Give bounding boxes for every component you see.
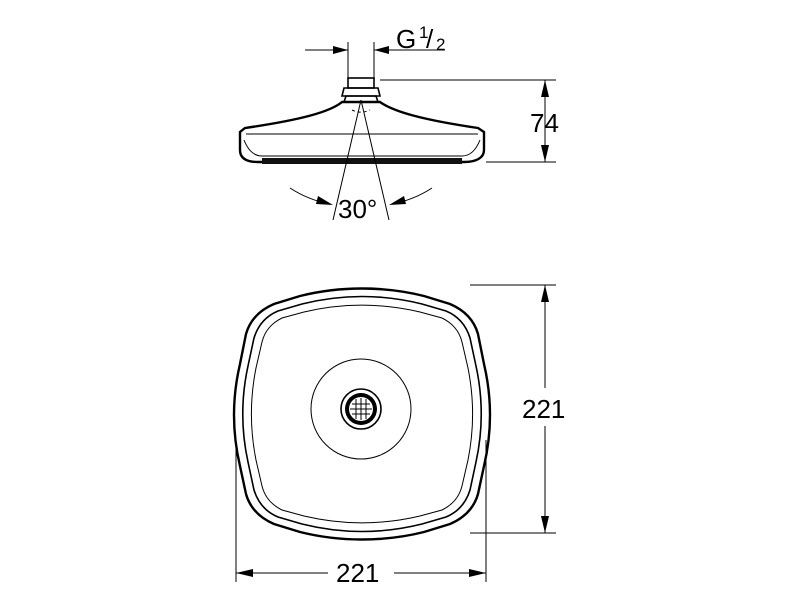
connector-nut: [340, 87, 382, 97]
width-label: 221: [336, 558, 379, 588]
center-nut-outer: [340, 388, 382, 430]
spray-arrow-left: [316, 196, 333, 205]
thread-label: G: [396, 24, 416, 54]
center-mesh: [350, 398, 372, 420]
thread-arrow-right: [374, 46, 389, 54]
spray-angle-arc-small: [351, 109, 371, 113]
spray-arrow-right: [389, 196, 406, 205]
shower-outline-outer: [232, 287, 492, 541]
width-arrow-left: [236, 569, 253, 577]
top-view: 221 221: [232, 284, 565, 588]
spray-line-left: [332, 99, 362, 221]
depth-label: 221: [522, 394, 565, 424]
width-arrow-right: [469, 569, 486, 577]
thread-fraction-num: 1: [419, 23, 428, 42]
spray-line-right: [360, 99, 390, 221]
shower-outline-inner: [241, 295, 483, 533]
connector-thread: [347, 77, 375, 89]
side-view: G 1 / 2 30° 74: [238, 23, 559, 224]
height-arrow-top: [541, 80, 549, 97]
thread-arrow-left: [333, 46, 348, 54]
center-disc: [310, 358, 412, 460]
nozzle-band: [262, 158, 462, 164]
thread-fraction-slash: /: [426, 24, 434, 54]
rim-line-inner: [243, 139, 481, 157]
thread-fraction-den: 2: [436, 35, 445, 54]
shower-face-plate: [251, 304, 473, 524]
shower-head-body: [238, 100, 486, 164]
depth-arrow-top: [541, 285, 549, 302]
height-arrow-bottom: [541, 145, 549, 162]
depth-arrow-bottom: [541, 516, 549, 533]
spray-angle-label: 30°: [338, 194, 377, 224]
height-label: 74: [530, 108, 559, 138]
